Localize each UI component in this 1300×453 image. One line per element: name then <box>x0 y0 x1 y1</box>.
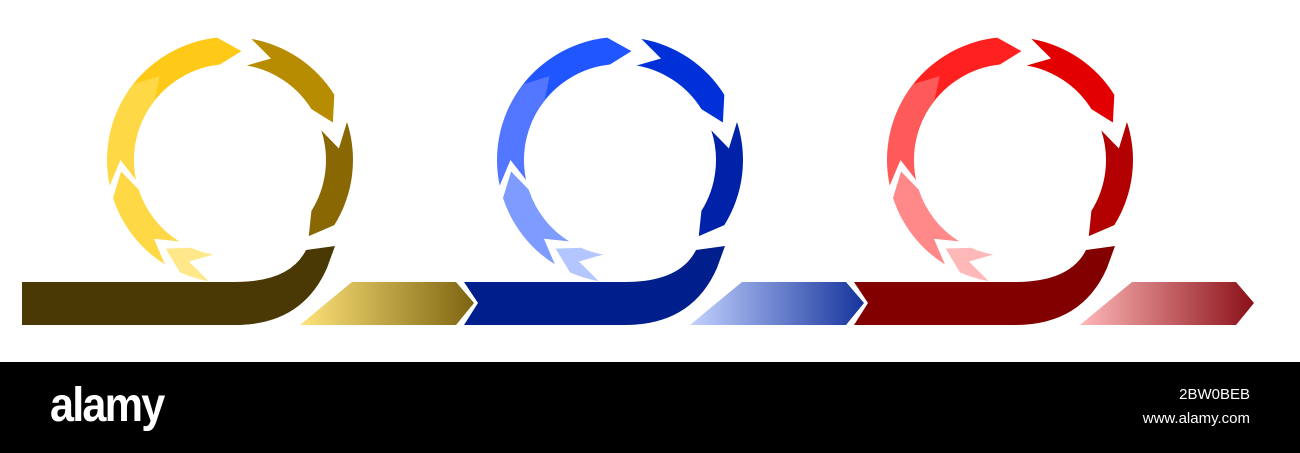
arrow-segment-upper-left <box>107 76 160 186</box>
arrow-segment-right <box>1088 121 1133 237</box>
arrow-segment-upper-right <box>1026 38 1115 123</box>
arrow-segment-upper-left <box>497 76 550 186</box>
arrow-segment-right <box>308 121 353 237</box>
forward-arrow <box>300 282 474 325</box>
arrow-segment-bottom <box>165 247 214 282</box>
arrow-segment-upper-right <box>636 38 725 123</box>
arrow-segment-lower-left <box>113 171 180 265</box>
arrow-segment-upper-right <box>246 38 335 123</box>
site-url-label: www.alamy.com <box>1142 410 1250 427</box>
alamy-logo: alamy <box>50 379 165 432</box>
cycle-unit-yellow <box>22 37 474 325</box>
cycle-arrows-diagram <box>22 37 1254 325</box>
arrow-segment-upper-left <box>887 76 940 186</box>
tail-band <box>854 246 1115 325</box>
arrow-segment-bottom <box>945 247 994 282</box>
arrow-segment-lower-left <box>503 171 570 265</box>
arrow-segment-lower-left <box>893 171 960 265</box>
tail-band <box>22 246 335 325</box>
arrow-segment-bottom <box>555 247 604 282</box>
forward-arrow <box>690 282 864 325</box>
tail-band <box>464 246 725 325</box>
cycle-unit-red <box>854 37 1254 325</box>
forward-arrow <box>1080 282 1254 325</box>
watermark-footer: alamy 2BW0BEB www.alamy.com <box>0 362 1300 453</box>
image-id-label: 2BW0BEB <box>1179 386 1250 403</box>
arrow-segment-right <box>698 121 744 237</box>
cycle-unit-blue <box>464 37 864 325</box>
